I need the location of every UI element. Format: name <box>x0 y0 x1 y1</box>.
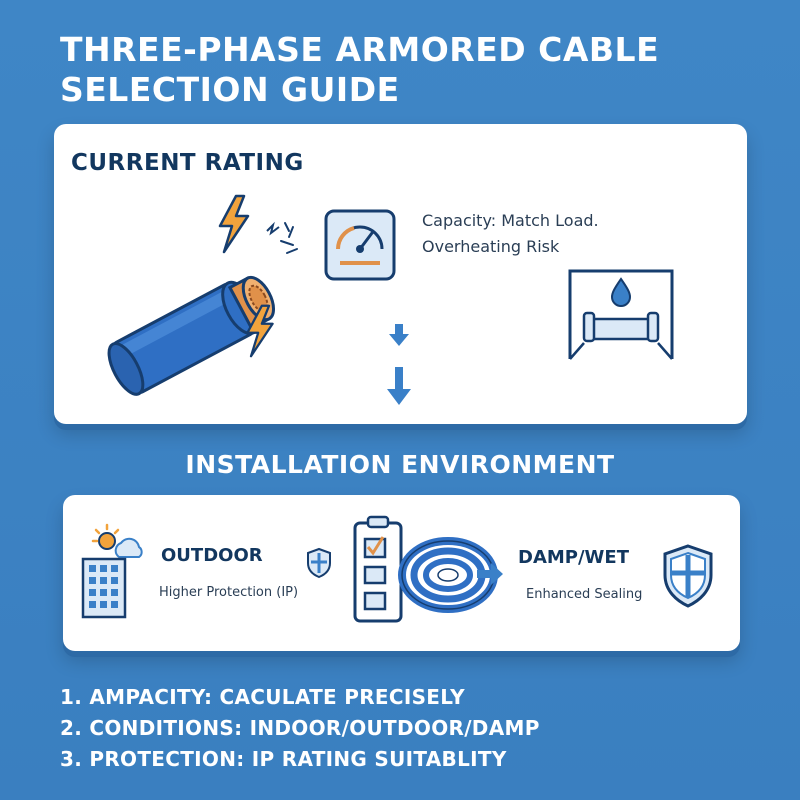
outdoor-label: OUTDOOR <box>161 545 263 566</box>
checklist-icon <box>353 515 403 623</box>
building-icon <box>81 557 127 619</box>
step-item: 1. AMPACITY: CACULATE PRECISELY <box>60 685 465 709</box>
step-item: 3. PROTECTION: IP RATING SUITABLITY <box>60 747 507 771</box>
lightning-icon <box>246 304 274 358</box>
down-arrow-icon <box>389 324 409 346</box>
title-line-1: THREE-PHASE ARMORED CABLE <box>60 30 660 69</box>
lightning-icon <box>218 194 250 254</box>
current-rating-heading: CURRENT RATING <box>71 150 304 176</box>
page-title: THREE-PHASE ARMORED CABLE SELECTION GUID… <box>60 30 760 110</box>
right-arrow-icon <box>477 563 503 585</box>
shield-icon <box>663 544 713 608</box>
capacity-line-2: Overheating Risk <box>422 237 560 256</box>
damp-room-icon <box>568 269 674 360</box>
gauge-icon <box>324 209 396 281</box>
capacity-text: Capacity: Match Load. Overheating Risk <box>422 208 682 260</box>
shield-icon <box>307 547 331 579</box>
sun-cloud-icon <box>91 523 143 558</box>
damp-sub: Enhanced Sealing <box>526 587 643 602</box>
current-rating-card: CURRENT RATING Capacity: Match Load. <box>54 124 747 424</box>
steps-list: 1. AMPACITY: CACULATE PRECISELY 2. CONDI… <box>60 682 540 775</box>
installation-card: OUTDOOR Higher Protection (IP) DAMP/WET … <box>63 495 740 651</box>
spark-icon <box>266 221 298 254</box>
down-arrow-icon <box>387 367 411 405</box>
damp-label: DAMP/WET <box>518 547 629 568</box>
installation-heading: INSTALLATION ENVIRONMENT <box>185 450 615 479</box>
capacity-line-1: Capacity: Match Load. <box>422 211 599 230</box>
outdoor-sub: Higher Protection (IP) <box>159 585 299 600</box>
step-item: 2. CONDITIONS: INDOOR/OUTDOOR/DAMP <box>60 716 540 740</box>
title-line-2: SELECTION GUIDE <box>60 70 400 109</box>
